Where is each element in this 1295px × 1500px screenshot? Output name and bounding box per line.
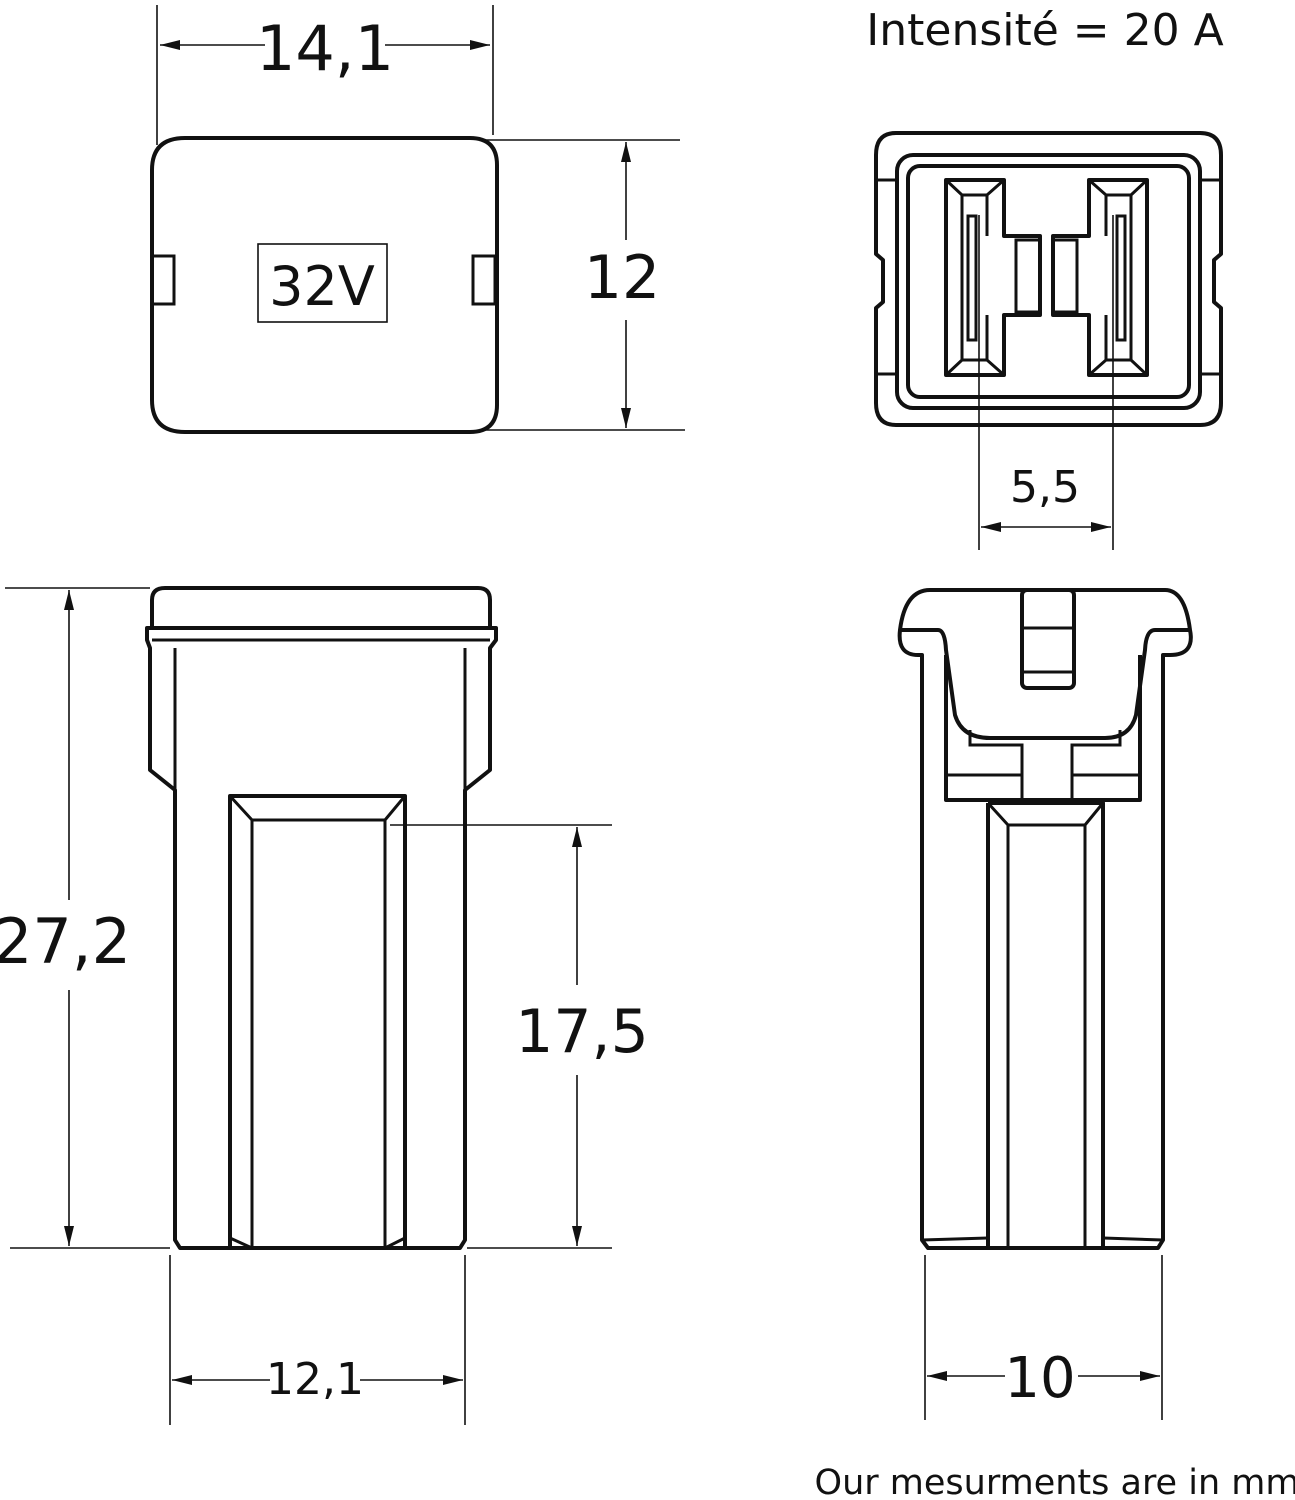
thickness-dimension: 10 [1004, 1346, 1075, 1411]
blade-length-dimension: 17,5 [515, 997, 649, 1067]
side-view: 10 [897, 588, 1193, 1420]
voltage-label: 32V [269, 255, 375, 318]
depth-dimension: 12 [584, 243, 660, 313]
voltage-label-box [257, 243, 388, 323]
units-note: Our mesurments are in mm [815, 1463, 1295, 1500]
width-dimension: 14,1 [256, 12, 394, 85]
top-view: 32V 14,1 12 [150, 5, 685, 434]
end-view: Intensité = 20 A 5,5 [866, 5, 1224, 550]
front-view: 27,2 17,5 12,1 [0, 586, 649, 1425]
height-dimension: 27,2 [0, 905, 131, 978]
current-rating: Intensité = 20 A [866, 5, 1223, 56]
terminal-spacing-dimension: 5,5 [1010, 462, 1080, 513]
front-width-dimension: 12,1 [266, 1354, 364, 1405]
